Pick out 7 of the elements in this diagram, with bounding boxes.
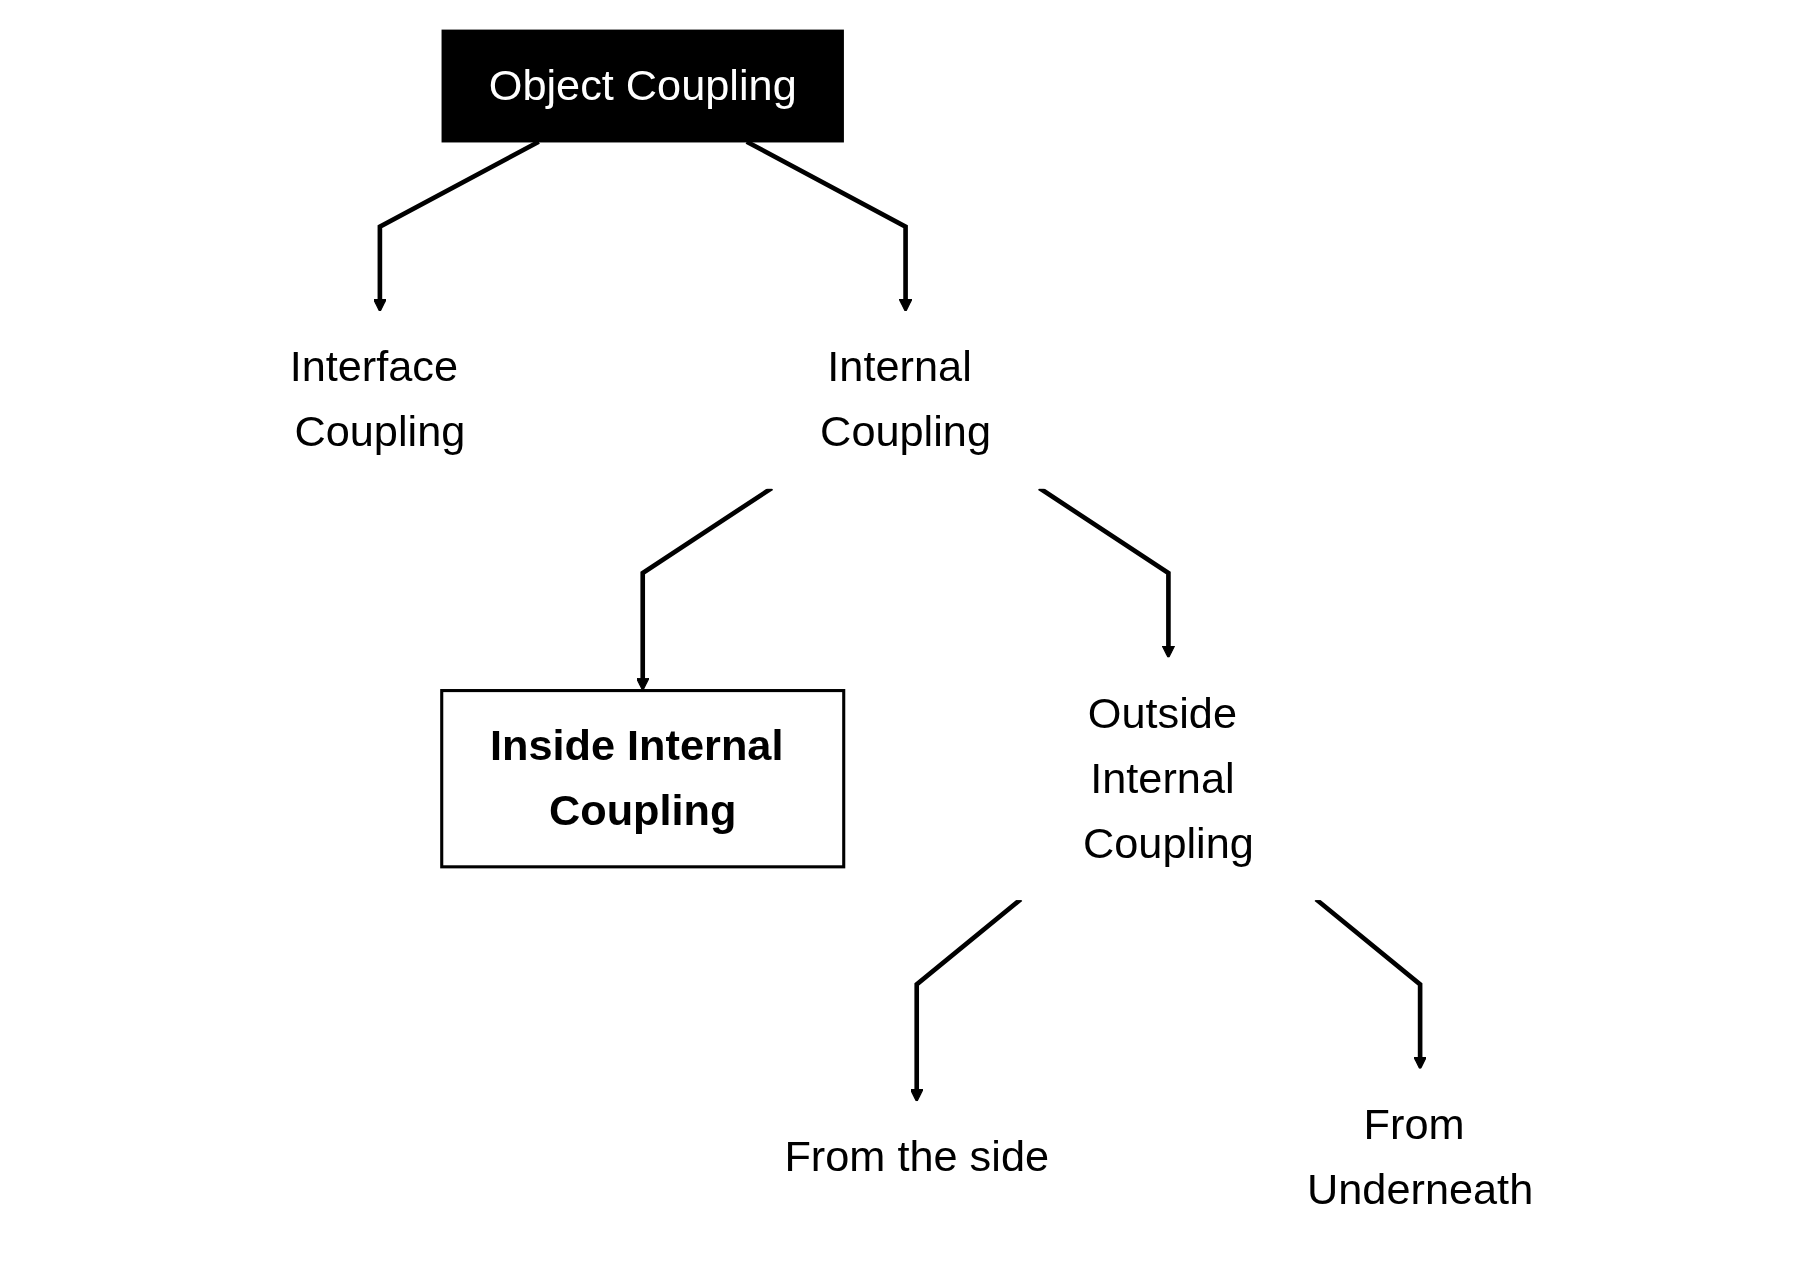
node-text: Internal Coupling: [819, 342, 991, 456]
node-box: Object Coupling: [441, 29, 844, 143]
node-text: From Underneath: [1306, 1100, 1533, 1214]
node-text: Interface Coupling: [289, 342, 465, 456]
node-text: From the side: [783, 1132, 1049, 1181]
node-text: Outside Internal Coupling: [1082, 689, 1254, 867]
node-box: Inside Internal Coupling: [439, 689, 845, 869]
